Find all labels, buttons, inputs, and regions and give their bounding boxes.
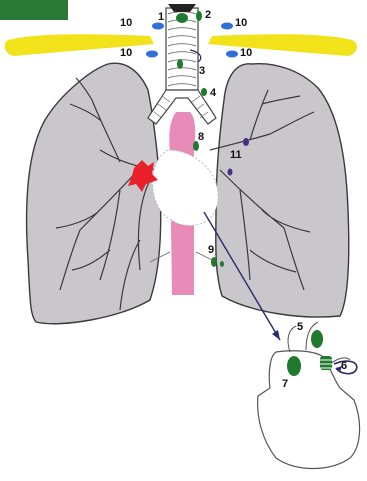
label-11: 11 [230,149,242,161]
corner-tab [0,0,68,20]
node-9-secondary [220,261,224,267]
label-10-lower-left: 10 [120,47,132,59]
node-4 [201,88,207,96]
label-10-lower-right: 10 [240,47,252,59]
node-2 [196,11,202,21]
node-5 [311,330,323,348]
label-10-upper-right: 10 [235,17,247,29]
label-8: 8 [198,131,204,143]
label-10-upper-left: 10 [120,17,132,29]
node-1 [176,13,188,23]
node-10-upper-left [152,23,164,30]
label-4: 4 [210,87,217,99]
node-11-lower [228,169,233,176]
label-7: 7 [282,378,288,390]
node-3 [177,59,183,69]
label-2: 2 [205,9,211,21]
mediastinal-heart-outline [152,150,218,226]
node-9 [211,257,217,267]
right-lung [27,63,161,324]
node-7 [287,356,301,376]
label-5: 5 [297,321,303,333]
label-3: 3 [199,65,205,77]
node-10-lower-left [146,51,158,58]
pointer-arrowhead [272,330,280,340]
node-10-lower-right [226,51,238,58]
label-6: 6 [341,360,347,372]
label-9: 9 [208,244,214,256]
left-lung [216,64,349,317]
node-11-upper [243,138,249,146]
node-10-upper-right [221,23,233,30]
label-1: 1 [158,11,164,23]
